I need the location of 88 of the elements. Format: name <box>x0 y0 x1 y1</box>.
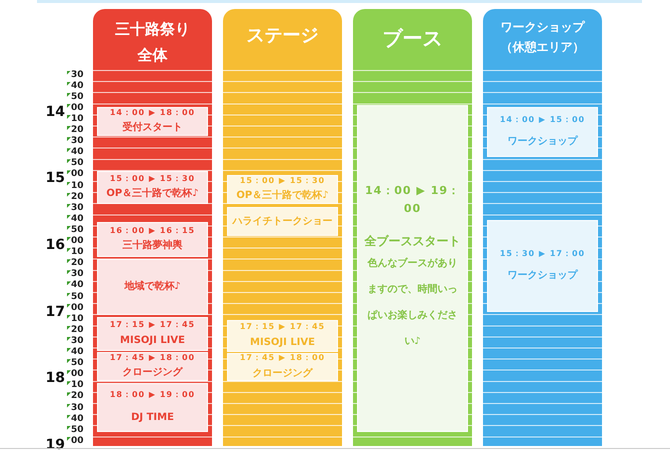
event-box <box>357 105 468 432</box>
minute-label: 30 <box>71 269 85 280</box>
minute-label: 00 <box>71 302 85 313</box>
minute-label: 50 <box>71 292 85 302</box>
minute-label: 00 <box>71 369 85 380</box>
event-time: 14：00 ▶ 15：00 <box>500 114 586 126</box>
schedule-column <box>93 9 212 446</box>
event-title: 三十路夢神輿 <box>122 238 182 254</box>
event-note: 色んなブースがありますので、時間いっぱいお楽しみください♪ <box>366 256 458 349</box>
minute-label: 30 <box>71 136 85 146</box>
event-time: 17：15 ▶ 17：45 <box>240 321 326 334</box>
minute-label: 10 <box>71 247 85 258</box>
minute-label: 00 <box>71 169 85 180</box>
event-title: ワークショップ <box>508 268 578 284</box>
event-title: ワークショップ <box>508 134 578 150</box>
column-heading: ワークショップ（休憩エリア） <box>499 19 586 56</box>
minute-label: 30 <box>71 336 85 346</box>
minute-label: 30 <box>71 202 85 213</box>
event-title: DJ TIME <box>131 410 174 425</box>
minute-label: 50 <box>71 358 85 368</box>
minute-label: 40 <box>71 147 85 158</box>
minute-label: 30 <box>71 402 85 412</box>
event-box <box>97 259 208 315</box>
event-time: 17：45 ▶ 18：00 <box>110 352 196 364</box>
minute-label: 40 <box>71 347 85 357</box>
event-time: 14：00 ▶ 18：00 <box>110 106 196 119</box>
minute-label: 20 <box>71 192 85 202</box>
minute-label: 00 <box>71 102 85 113</box>
schedule-column <box>353 9 472 446</box>
event-box <box>97 222 208 257</box>
event-box <box>487 220 598 312</box>
minute-label: 40 <box>71 414 85 424</box>
minute-label: 10 <box>71 314 85 324</box>
event-box <box>227 175 338 204</box>
column-heading: ブース <box>382 25 444 52</box>
column-heading: ステージ <box>246 24 320 48</box>
minute-label: 10 <box>71 380 85 390</box>
event-box <box>97 107 208 136</box>
minute-label: 00 <box>71 436 85 446</box>
event-time: 15：00 ▶ 15：30 <box>240 174 326 187</box>
schedule-column <box>223 9 342 446</box>
event-title: 地域で乾杯♪ <box>124 280 181 294</box>
minute-label: 40 <box>71 80 85 91</box>
minute-label: 50 <box>71 158 85 168</box>
column-heading: 三十路祭り全体 <box>114 19 191 66</box>
event-box <box>97 352 208 381</box>
minute-label: 10 <box>71 180 85 190</box>
event-title: MISOJI LIVE <box>120 334 185 348</box>
minute-label: 50 <box>71 424 85 435</box>
minute-label: 10 <box>71 114 85 124</box>
event-time: 18：00 ▶ 19：00 <box>110 389 196 402</box>
event-box <box>487 107 598 157</box>
event-title: ハライチトークショー <box>232 214 332 228</box>
event-title: OP＆三十路で乾杯♪ <box>106 186 199 202</box>
event-title: 受付スタート <box>122 120 182 136</box>
event-box <box>97 383 208 432</box>
event-title: クロージング <box>252 366 312 381</box>
event-box <box>227 320 338 352</box>
event-time: 17：15 ▶ 17：45 <box>110 319 196 332</box>
event-title: MISOJI LIVE <box>250 336 315 350</box>
event-title: 全ブーススタート <box>364 232 460 250</box>
event-title: OP＆三十路で乾杯♪ <box>236 188 329 204</box>
minute-label: 40 <box>71 214 85 224</box>
hour-label: 17 <box>44 304 65 320</box>
event-box <box>97 317 208 351</box>
event-title: クロージング <box>122 366 182 380</box>
minute-label: 00 <box>71 236 85 246</box>
event-time: 16：00 ▶ 16：15 <box>110 224 196 237</box>
event-box <box>97 171 208 204</box>
event-time: 15：30 ▶ 17：00 <box>500 248 586 260</box>
minute-label: 20 <box>71 125 85 135</box>
minute-label: 40 <box>71 280 85 290</box>
minute-label: 20 <box>71 258 85 268</box>
hour-label: 15 <box>44 170 65 186</box>
hour-label: 18 <box>44 370 65 386</box>
event-box <box>227 353 338 381</box>
event-time: 17：45 ▶ 18：00 <box>240 352 326 364</box>
minute-label: 50 <box>71 92 85 102</box>
minute-label: 30 <box>71 70 85 80</box>
minute-label: 20 <box>71 324 85 335</box>
hour-label: 16 <box>44 237 65 253</box>
hour-label: 14 <box>44 104 65 120</box>
event-box <box>227 207 338 236</box>
minute-label: 20 <box>71 391 85 402</box>
event-time: 14：00 ▶ 19：00 <box>364 183 462 217</box>
schedule-column <box>483 9 602 446</box>
event-time: 15：00 ▶ 15：30 <box>110 172 196 185</box>
minute-label: 50 <box>71 224 85 235</box>
